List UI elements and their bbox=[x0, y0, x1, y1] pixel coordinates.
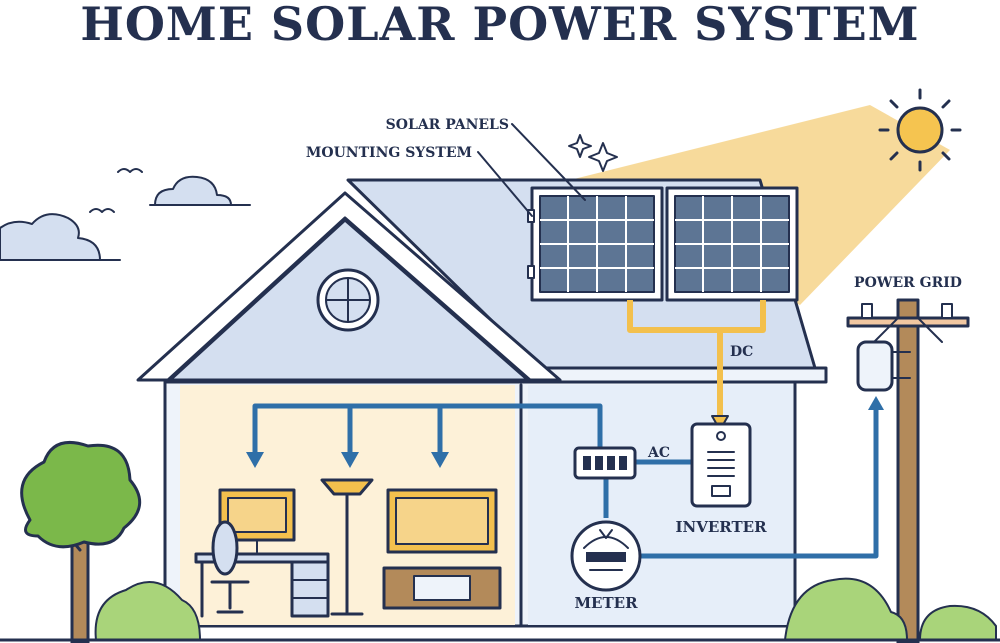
cloud-icon bbox=[0, 213, 121, 261]
desk-setup bbox=[194, 488, 330, 618]
inverter bbox=[690, 422, 752, 508]
power-grid-label: POWER GRID bbox=[854, 275, 962, 291]
breaker-box bbox=[573, 446, 637, 480]
floor-lamp bbox=[320, 478, 374, 616]
meter-label: METER bbox=[574, 594, 638, 612]
grid-transformer bbox=[856, 340, 911, 392]
bush-icon bbox=[94, 581, 201, 641]
tv bbox=[382, 488, 502, 610]
bush-icon bbox=[784, 577, 908, 641]
solar-panel bbox=[665, 186, 799, 302]
diagram-title: HOME SOLAR POWER SYSTEM bbox=[80, 0, 919, 51]
power-pole bbox=[846, 298, 970, 643]
bird-icon bbox=[89, 168, 143, 213]
eave bbox=[518, 366, 828, 384]
ac-label: AC bbox=[647, 445, 670, 461]
sun-icon bbox=[878, 88, 962, 172]
mounting-system-label: MOUNTING SYSTEM bbox=[306, 145, 472, 161]
utility-room bbox=[528, 385, 793, 625]
solar-panels-label: SOLAR PANELS bbox=[386, 117, 509, 133]
leader-line bbox=[477, 151, 533, 217]
meter bbox=[570, 520, 642, 592]
gable-trim bbox=[136, 191, 562, 382]
bush-icon bbox=[919, 604, 997, 641]
window-icon bbox=[316, 268, 380, 332]
solar-panel bbox=[530, 186, 664, 302]
ac-wire bbox=[252, 403, 879, 559]
tree-icon bbox=[20, 441, 141, 643]
dc-label: DC bbox=[730, 344, 753, 360]
cloud-icon bbox=[149, 175, 251, 206]
ac-arrows bbox=[246, 396, 884, 468]
leader-line bbox=[511, 123, 586, 201]
inverter-label: INVERTER bbox=[675, 518, 767, 536]
sparkle-icon bbox=[568, 134, 618, 172]
dc-wire bbox=[627, 300, 766, 422]
